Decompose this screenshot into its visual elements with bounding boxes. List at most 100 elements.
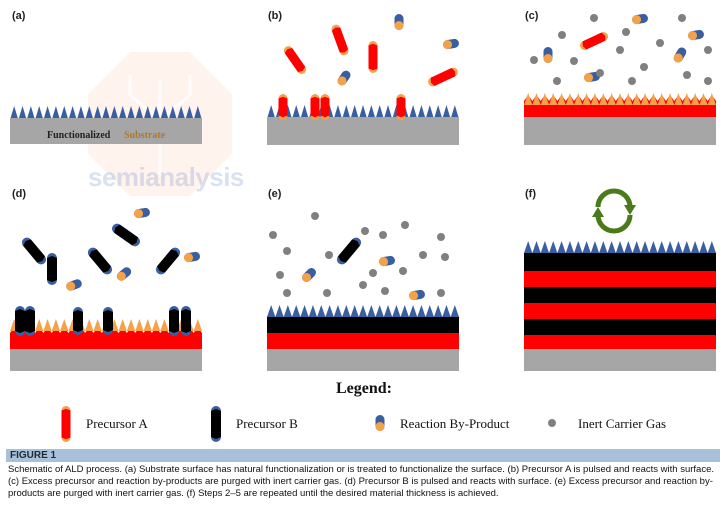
byproduct-molecule — [379, 255, 395, 267]
inert-gas-molecule — [399, 267, 407, 275]
inert-gas-molecule — [441, 253, 449, 261]
inert-gas-molecule — [628, 77, 636, 85]
panel-label-f: (f) — [525, 188, 536, 200]
panel-d-diagram — [10, 207, 202, 371]
inert-gas-molecule — [269, 231, 277, 239]
byproduct-molecule — [302, 268, 316, 282]
precursor-a-molecule — [283, 46, 307, 74]
legend-label-byproduct: Reaction By-Product — [400, 416, 510, 431]
byproduct-molecule — [116, 267, 132, 281]
panel-label-d: (d) — [12, 188, 27, 200]
inert-gas-molecule — [656, 39, 664, 47]
substrate-block — [267, 117, 459, 145]
precursor-b-molecule — [73, 307, 83, 335]
substrate-block — [10, 349, 202, 371]
byproduct-molecule — [409, 289, 425, 301]
functional-layer — [10, 106, 202, 120]
panel-label-c: (c) — [525, 10, 539, 22]
precursor-a-molecule — [396, 94, 406, 120]
panel-label-b: (b) — [268, 10, 283, 22]
precursor-a-molecule — [310, 94, 320, 120]
figure-title-bar — [6, 449, 720, 462]
byproduct-molecule — [443, 38, 459, 50]
substrate-label-functionalized: Functionalized — [47, 130, 111, 141]
byproduct-molecule — [66, 279, 82, 291]
precursor-b-molecule — [111, 223, 141, 247]
precursor-a-molecule — [428, 67, 458, 87]
inert-gas-molecule — [361, 227, 369, 235]
cycle-arrows-icon — [592, 188, 636, 234]
legend-title: Legend: — [336, 380, 392, 397]
inert-gas-molecule — [381, 287, 389, 295]
inert-gas-molecule — [616, 46, 624, 54]
inert-gas-molecule — [437, 289, 445, 297]
inert-gas-molecule — [640, 63, 648, 71]
inert-gas-molecule — [622, 28, 630, 36]
inert-gas-molecule — [704, 46, 712, 54]
precursor-b-molecule — [211, 406, 221, 442]
inert-gas-molecule — [419, 251, 427, 259]
precursor-a-molecule — [320, 94, 330, 120]
precursor-b-molecule — [21, 237, 47, 265]
inert-gas-molecule — [530, 56, 538, 64]
precursor-a-molecule — [368, 41, 378, 73]
byproduct-molecule — [184, 251, 200, 263]
inert-gas-molecule — [311, 212, 319, 220]
inert-gas-molecule — [283, 247, 291, 255]
byproduct-molecule — [584, 71, 600, 83]
inert-gas-molecule — [596, 69, 604, 77]
inert-gas-molecule — [325, 251, 333, 259]
inert-gas-molecule — [678, 14, 686, 22]
precursor-b-molecule — [103, 307, 113, 335]
inert-gas-molecule — [570, 57, 578, 65]
inert-gas-molecule — [369, 269, 377, 277]
inert-gas-molecule — [590, 14, 598, 22]
inert-gas-molecule — [323, 289, 331, 297]
legend-label-inert-gas: Inert Carrier Gas — [578, 416, 667, 431]
functional-layer — [267, 305, 459, 317]
byproduct-molecule — [337, 70, 351, 86]
substrate-block — [524, 349, 716, 371]
precursor-b-molecule — [25, 306, 35, 336]
legend-label-precursor-b: Precursor B — [236, 416, 298, 431]
precursor-b-molecule — [181, 306, 191, 336]
inert-gas-molecule — [704, 77, 712, 85]
precursor-a-molecule — [331, 24, 349, 56]
watermark-text: semianalysis — [88, 162, 244, 192]
inert-gas-molecule — [683, 71, 691, 79]
precursor-a-molecule — [579, 32, 609, 50]
precursor-a-cap-layer — [524, 93, 716, 105]
precursor-b-molecule — [169, 306, 179, 336]
inert-gas-molecule — [283, 289, 291, 297]
precursor-a-molecule — [61, 406, 71, 442]
legend-label-precursor-a: Precursor A — [86, 416, 148, 431]
panel-f-diagram — [524, 188, 716, 371]
inert-gas-molecule — [379, 231, 387, 239]
precursor-a-molecule — [278, 94, 288, 120]
panel-b-diagram — [267, 14, 459, 145]
byproduct-molecule — [688, 29, 704, 41]
byproduct-molecule — [673, 47, 687, 63]
inert-gas-molecule — [401, 221, 409, 229]
precursor-b-molecule — [155, 247, 181, 275]
inert-gas-molecule — [558, 31, 566, 39]
panel-e-diagram — [267, 212, 459, 371]
figure-caption: Schematic of ALD process. (a) Substrate … — [8, 464, 714, 500]
precursor-b-molecule — [336, 237, 362, 265]
legend-icons — [61, 406, 556, 442]
functional-layer — [524, 241, 716, 253]
byproduct-molecule — [543, 47, 553, 63]
precursor-b-molecule — [87, 247, 113, 275]
substrate-block — [10, 118, 202, 144]
panel-c-diagram — [524, 13, 716, 145]
inert-gas-molecule — [276, 271, 284, 279]
functional-layer — [267, 105, 459, 119]
panel-label-e: (e) — [268, 188, 282, 200]
byproduct-molecule — [134, 207, 150, 219]
precursor-a-layer — [10, 327, 202, 351]
precursor-b-molecule — [15, 306, 25, 336]
inert-gas-molecule — [553, 77, 561, 85]
precursor-b-molecule — [47, 253, 57, 285]
panel-label-a: (a) — [12, 10, 26, 22]
inert-gas-molecule — [359, 281, 367, 289]
